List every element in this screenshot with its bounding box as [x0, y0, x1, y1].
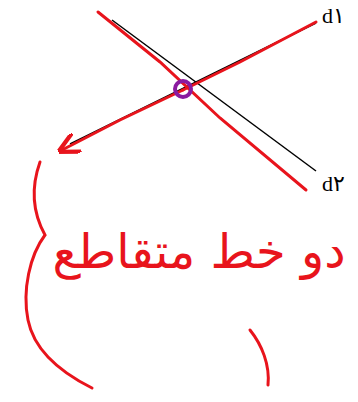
intersection-mark: [175, 81, 191, 97]
line-d2: [112, 20, 316, 171]
line-label: d۲: [322, 172, 345, 196]
line-label: d۱: [322, 4, 345, 28]
red-stroke-d1: [183, 22, 316, 90]
handwritten-note: دو خط متقاطع: [52, 225, 345, 278]
red-stroke-d2: [98, 12, 306, 190]
red-arrow: [62, 90, 183, 150]
red-flourish: [250, 330, 268, 385]
